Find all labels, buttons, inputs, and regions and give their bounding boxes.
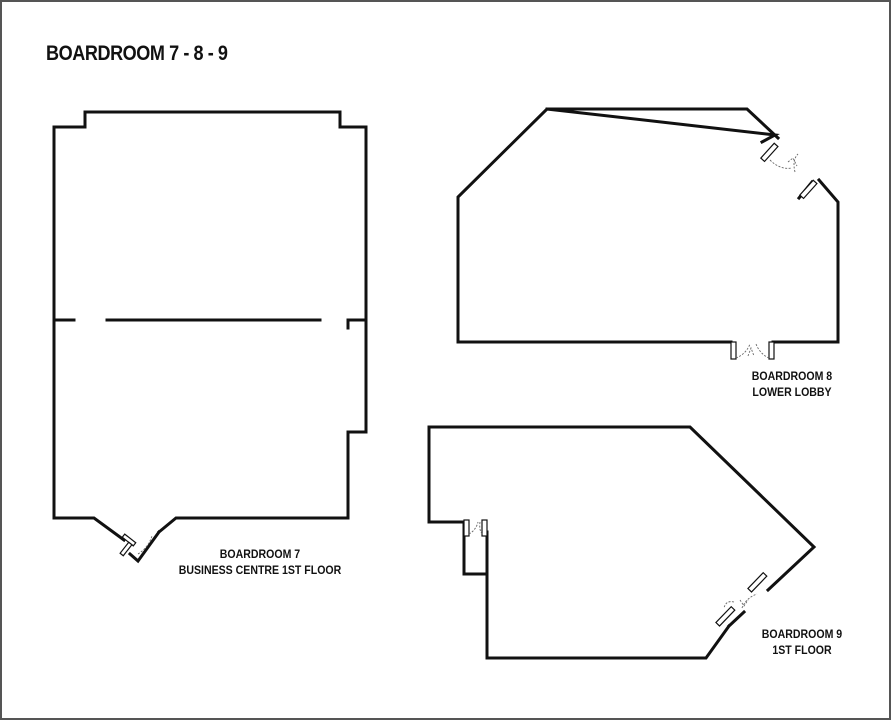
boardroom-8-location: LOWER LOBBY bbox=[752, 385, 832, 399]
room-boardroom-9 bbox=[427, 425, 817, 660]
boardroom-9-label: BOARDROOM 9 1ST FLOOR bbox=[740, 626, 863, 658]
boardroom-7-location: BUSINESS CENTRE 1ST FLOOR bbox=[178, 563, 342, 577]
boardroom-7-label: BOARDROOM 7 BUSINESS CENTRE 1ST FLOOR bbox=[172, 546, 348, 578]
boardroom-7-walls bbox=[52, 110, 368, 564]
boardroom-7-door bbox=[119, 533, 153, 557]
boardroom-7-name: BOARDROOM 7 bbox=[219, 547, 301, 561]
plan-title: BOARDROOM 7 - 8 - 9 bbox=[46, 42, 228, 65]
boardroom-8-walls bbox=[545, 107, 780, 145]
boardroom-9-door-left bbox=[463, 519, 488, 537]
boardroom-9-walls bbox=[427, 425, 817, 660]
boardroom-9-door-right bbox=[715, 571, 768, 627]
boardroom-8-outline bbox=[456, 107, 840, 344]
boardroom-8-name: BOARDROOM 8 bbox=[751, 369, 833, 383]
boardroom-9-location: 1ST FLOOR bbox=[772, 643, 832, 657]
boardroom-8-door-upper bbox=[759, 142, 818, 200]
room-boardroom-8 bbox=[456, 107, 840, 360]
room-boardroom-7 bbox=[52, 110, 368, 564]
boardroom-8-label: BOARDROOM 8 LOWER LOBBY bbox=[730, 368, 853, 400]
boardroom-9-name: BOARDROOM 9 bbox=[761, 627, 843, 641]
boardroom-8-door-lower bbox=[730, 341, 775, 360]
